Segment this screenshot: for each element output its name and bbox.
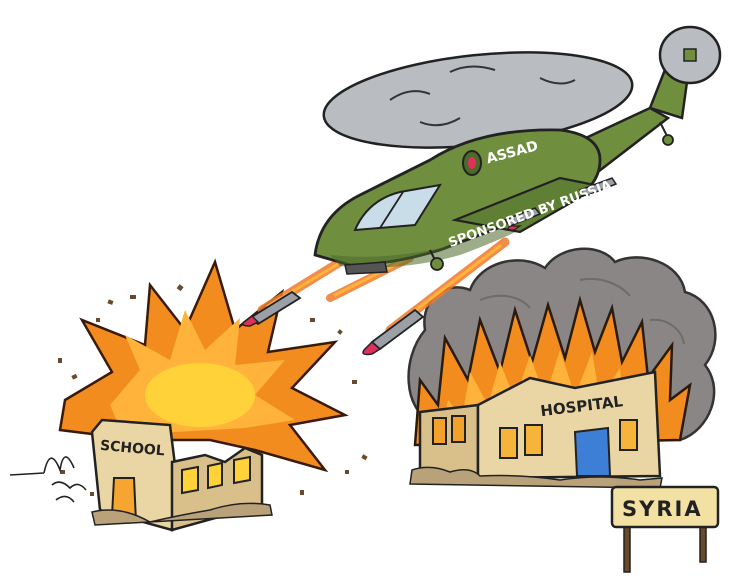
helicopter xyxy=(313,25,722,275)
artist-signature xyxy=(9,456,87,503)
missile-left xyxy=(242,257,345,327)
missile-right xyxy=(362,237,510,356)
syria-sign xyxy=(610,485,720,573)
school-building xyxy=(90,418,273,532)
hospital-building xyxy=(409,370,663,489)
syria-sign-label: SYRIA xyxy=(622,497,703,521)
school-label: SCHOOL xyxy=(99,438,165,460)
